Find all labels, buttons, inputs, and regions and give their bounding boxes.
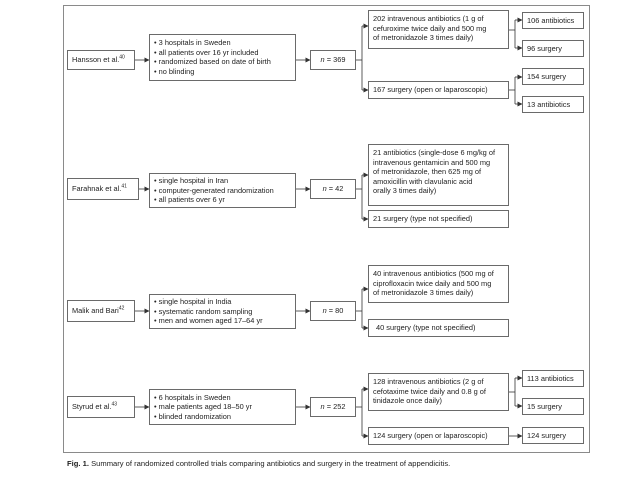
criterion: 6 hospitals in Sweden (154, 393, 252, 403)
criterion: all patients over 16 yr included (154, 48, 291, 58)
trial-name-box: Styrud et al.43 (67, 396, 135, 418)
criteria-box: single hospital in Iran computer-generat… (149, 173, 296, 208)
arm-box: 21 surgery (type not specified) (368, 210, 509, 228)
arm-box: 40 surgery (type not specified) (368, 319, 509, 337)
sample-size-box: n = 252 (310, 397, 356, 417)
arm-box: 128 intravenous antibiotics (2 g of cefo… (368, 373, 509, 411)
criteria-box: 6 hospitals in Sweden male patients aged… (149, 389, 296, 425)
sample-size: n = 369 (320, 55, 346, 65)
arm-box: 202 intravenous antibiotics (1 g of cefu… (368, 10, 509, 49)
criterion: randomized based on date of birth (154, 57, 291, 67)
sample-size: n = 42 (322, 184, 344, 194)
caption-label: Fig. 1. (67, 459, 89, 468)
outcome-box: 106 antibiotics (522, 12, 584, 29)
outcome-box: 15 surgery (522, 398, 584, 415)
criterion: male patients aged 18–50 yr (154, 402, 252, 412)
arm-box: 21 antibiotics (single-dose 6 mg/kg of i… (368, 144, 509, 206)
arm-box: 40 intravenous antibiotics (500 mg of ci… (368, 265, 509, 303)
criterion: 3 hospitals in Sweden (154, 38, 291, 48)
trial-name-box: Hansson et al.40 (67, 50, 135, 70)
criterion: single hospital in India (154, 297, 263, 307)
outcome-box: 124 surgery (522, 427, 584, 444)
criterion: no blinding (154, 67, 291, 77)
figure-frame (63, 5, 590, 453)
criteria-box: single hospital in India systematic rand… (149, 294, 296, 329)
trial-name: Farahnak et al.41 (72, 183, 127, 194)
outcome-box: 154 surgery (522, 68, 584, 85)
outcome-box: 113 antibiotics (522, 370, 584, 387)
criterion: single hospital in Iran (154, 176, 274, 186)
criterion: systematic random sampling (154, 307, 263, 317)
outcome-box: 13 antibiotics (522, 96, 584, 113)
criterion: all patients over 6 yr (154, 195, 274, 205)
trial-name-box: Malik and Bari42 (67, 300, 135, 322)
sample-size-box: n = 80 (310, 301, 356, 321)
criterion: blinded randomization (154, 412, 252, 422)
arm-box: 124 surgery (open or laparoscopic) (368, 427, 509, 445)
caption-text: Summary of randomized controlled trials … (91, 459, 451, 468)
sample-size: n = 252 (320, 402, 346, 412)
sample-size-box: n = 369 (310, 50, 356, 70)
sample-size-box: n = 42 (310, 179, 356, 199)
figure-caption: Fig. 1. Summary of randomized controlled… (67, 459, 450, 468)
criteria-box: 3 hospitals in Sweden all patients over … (149, 34, 296, 81)
arm-box: 167 surgery (open or laparoscopic) (368, 81, 509, 99)
trial-name-box: Farahnak et al.41 (67, 178, 139, 200)
outcome-box: 96 surgery (522, 40, 584, 57)
criterion: men and women aged 17–64 yr (154, 316, 263, 326)
trial-name: Styrud et al.43 (72, 401, 117, 412)
criterion: computer-generated randomization (154, 186, 274, 196)
trial-name: Hansson et al.40 (72, 54, 125, 65)
trial-name: Malik and Bari42 (72, 305, 125, 316)
sample-size: n = 80 (322, 306, 344, 316)
